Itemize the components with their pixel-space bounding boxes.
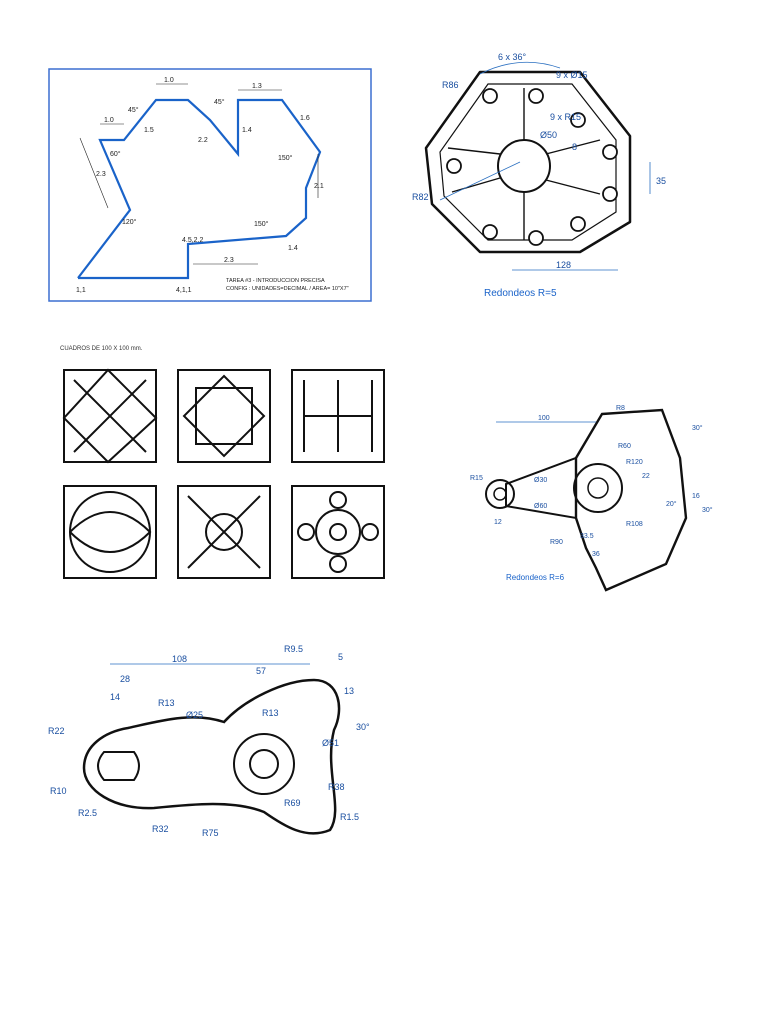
dim-label: 30°: [356, 722, 370, 732]
dim-label: Ø30: [534, 477, 547, 484]
dim-label: R13: [262, 708, 279, 718]
dim-label: 14: [110, 692, 120, 702]
dim-label: 20°: [666, 500, 677, 508]
dim-label: 120°: [122, 218, 137, 226]
exercise-plate-panel: 6 x 36° 9 x Ø15 R86 9 x R15 Ø50 8 35 R82…: [400, 44, 700, 306]
dim-label: R22: [48, 726, 65, 736]
dim-label: 30°: [692, 424, 703, 432]
dim-label: 45°: [128, 106, 139, 114]
main-hub: [573, 463, 623, 513]
dim-label: 60°: [110, 150, 121, 158]
dim-label: 2.1: [314, 183, 324, 190]
dim-label: 45°: [214, 98, 225, 106]
gear-sector-outline: [574, 408, 688, 592]
dim-label: 150°: [254, 220, 269, 228]
pattern-square: [63, 369, 157, 463]
dim-label: Ø60: [534, 503, 547, 510]
dim-label: 1.4: [242, 127, 252, 134]
dim-label: 100: [538, 415, 550, 422]
dim-label: 1.6: [300, 115, 310, 122]
dim-label: Ø50: [540, 130, 557, 140]
dim-label: R8: [616, 405, 625, 412]
dim-label: 9 x R15: [550, 112, 581, 122]
dim-label: 22: [642, 473, 650, 480]
corner-label: 4,1,1: [176, 287, 192, 294]
dim-label: R90: [550, 539, 563, 546]
pattern-square: [177, 485, 271, 579]
pattern-square: [291, 369, 385, 463]
dim-label: Ø25: [186, 710, 203, 720]
small-hub: [485, 479, 515, 509]
pattern-grid-panel: CUADROS DE 100 X 100 mm.: [48, 340, 398, 598]
gear-drawing: 100 R15 Ø30 Ø60 12 R90 33.5 36 R8 R60 R1…: [470, 405, 713, 592]
dim-label: 1.5: [144, 127, 154, 134]
dim-label: 128: [556, 260, 571, 270]
dim-label: 2.3: [224, 257, 234, 264]
dim-label: 1.4: [288, 245, 298, 252]
exercise-polygon-panel: 1.0 1.0 1.3 1.5 45° 45° 1.4 1.6 2.2 60° …: [48, 68, 372, 302]
dim-label: 13: [344, 686, 354, 696]
dim-label: 2.2: [198, 137, 208, 144]
drawing-frame: [48, 68, 372, 302]
dim-label: 5: [338, 652, 343, 662]
dim-label: 1.0: [104, 117, 114, 124]
dim-label: 8: [572, 142, 577, 152]
plate-drawing: 6 x 36° 9 x Ø15 R86 9 x R15 Ø50 8 35 R82…: [412, 52, 666, 299]
center-bore: [497, 139, 551, 193]
dim-label: 108: [172, 654, 187, 664]
dim-label: R38: [328, 782, 345, 792]
polygon-outline: [77, 98, 322, 280]
dim-label: R32: [152, 824, 169, 834]
caption: CONFIG : UNIDADES=DECIMAL / AREA= 10"X7": [226, 286, 349, 292]
dim-label: R10: [50, 786, 67, 796]
caption: Redondeos R=5: [484, 288, 557, 299]
dim-label: 9 x Ø15: [556, 70, 588, 80]
patterns-drawing: CUADROS DE 100 X 100 mm.: [60, 346, 385, 579]
polygon-drawing: 1.0 1.0 1.3 1.5 45° 45° 1.4 1.6 2.2 60° …: [48, 68, 372, 302]
dim-label: 30°: [702, 506, 713, 514]
dim-label: R75: [202, 828, 219, 838]
exercise-gear-panel: 100 R15 Ø30 Ø60 12 R90 33.5 36 R8 R60 R1…: [466, 388, 718, 598]
dim-label: R9.5: [284, 644, 303, 654]
dim-label: R86: [442, 80, 459, 90]
pattern-square: [63, 485, 157, 579]
dim-label: 33.5: [580, 533, 594, 540]
large-boss: [233, 733, 295, 795]
dim-label: 1.3: [252, 83, 262, 90]
corner-label: 1,1: [76, 287, 86, 294]
dim-label: 4.5,2.2: [182, 237, 204, 244]
dim-label: R120: [626, 459, 643, 466]
dim-label: 28: [120, 674, 130, 684]
dim-label: 150°: [278, 154, 293, 162]
pattern-square: [177, 369, 271, 463]
dim-label: R82: [412, 192, 429, 202]
link-outline: [82, 678, 341, 835]
pattern-square: [291, 485, 385, 579]
dim-label: R2.5: [78, 808, 97, 818]
dim-label: 57: [256, 666, 266, 676]
dim-label: 36: [592, 551, 600, 558]
panel-title: CUADROS DE 100 X 100 mm.: [60, 346, 143, 352]
dim-label: R15: [470, 475, 483, 482]
dim-label: R69: [284, 798, 301, 808]
link-drawing: 108 28 14 R22 R10 R2.5 R13 Ø25 R32 R75 R…: [48, 644, 370, 838]
dim-label: 1.0: [164, 77, 174, 84]
dim-label: 2.3: [96, 171, 106, 178]
dim-label: R1.5: [340, 812, 359, 822]
dim-label: R60: [618, 443, 631, 450]
dim-label: R13: [158, 698, 175, 708]
dim-label: 12: [494, 519, 502, 526]
dim-label: 35: [656, 176, 666, 186]
caption: TAREA #3 - INTRODUCCION PRECISA: [226, 278, 325, 284]
dim-label: Ø51: [322, 738, 339, 748]
exercise-link-panel: 108 28 14 R22 R10 R2.5 R13 Ø25 R32 R75 R…: [44, 640, 374, 846]
dim-label: 16: [692, 493, 700, 500]
plate-outline: [424, 70, 632, 254]
dim-label: 6 x 36°: [498, 52, 527, 62]
caption: Redondeos R=6: [506, 573, 565, 582]
dim-label: R108: [626, 521, 643, 528]
